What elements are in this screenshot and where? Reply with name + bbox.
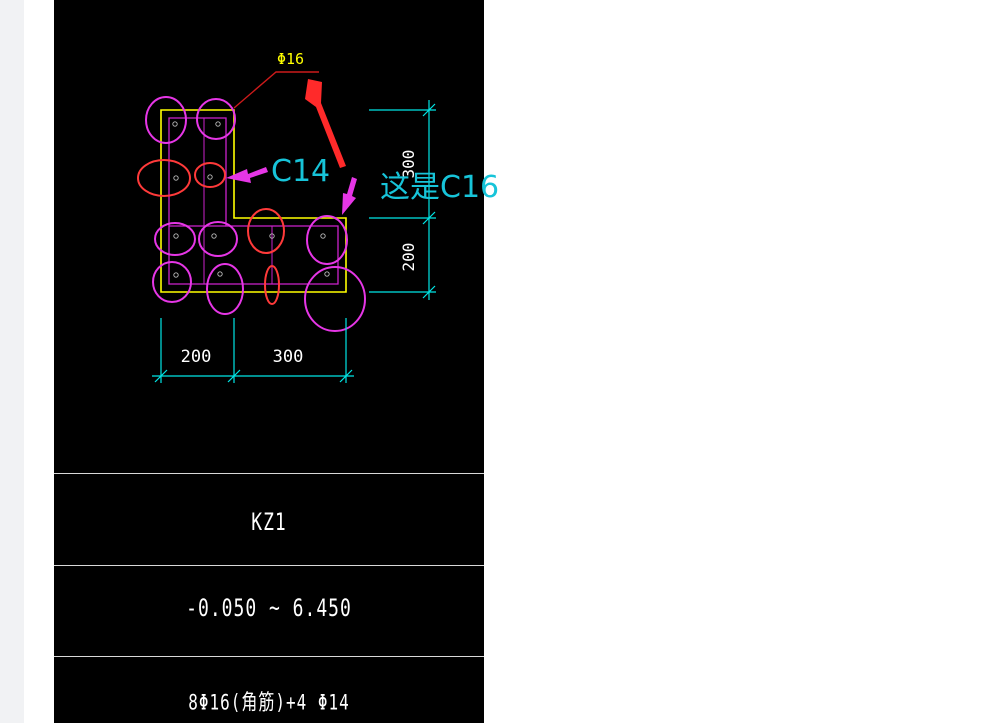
c14-annotation: C14 — [271, 154, 331, 189]
rebar-dot — [320, 233, 326, 239]
arrow-to-c14 — [226, 167, 268, 183]
table-divider — [54, 656, 484, 657]
dimension-tick — [422, 103, 436, 117]
table-divider — [54, 565, 484, 566]
elevation-cell: -0.050 ~ 6.450 — [186, 594, 352, 623]
dimension-tick — [154, 369, 168, 383]
dim-right-upper: 300 — [399, 150, 418, 179]
c16-annotation: 这是C16 — [380, 170, 500, 205]
rebar-dot — [215, 121, 221, 127]
cad-drawing-panel: Φ16 — [54, 0, 484, 723]
rebar-dot — [173, 233, 179, 239]
table-divider — [54, 473, 484, 474]
arrow-to-c16 — [342, 177, 357, 215]
page-left-margin — [0, 0, 24, 723]
highlight-circle — [206, 263, 244, 315]
rebar-dot — [324, 271, 330, 277]
highlight-circle-red — [247, 208, 285, 254]
rebar-dot — [173, 272, 179, 278]
rebar-dot — [211, 233, 217, 239]
column-name-cell: KZ1 — [251, 508, 287, 537]
rebar-dot — [207, 174, 213, 180]
highlight-circle — [196, 98, 236, 140]
stirrup-outer — [168, 117, 339, 285]
rebar-dot — [173, 175, 179, 181]
highlight-circle-red — [264, 265, 280, 305]
highlight-circle — [152, 261, 192, 303]
reinforcement-cell: 8Φ16(角筋)+4 Φ14 — [188, 689, 350, 715]
column-outline — [160, 109, 347, 293]
rebar-dot — [217, 271, 223, 277]
callout-arrow — [305, 79, 346, 168]
highlight-circle — [306, 215, 348, 265]
dimension-tick — [422, 285, 436, 299]
callout-leader — [233, 71, 319, 109]
dimension-tick — [227, 369, 241, 383]
dimension-tick — [339, 369, 353, 383]
dim-right-lower: 200 — [399, 243, 418, 272]
column-section-drawing: Φ16 — [137, 50, 436, 383]
rebar-dot — [172, 121, 178, 127]
highlight-circle — [198, 221, 238, 257]
dimension-tick — [422, 211, 436, 225]
dim-bottom-left: 200 — [181, 347, 212, 367]
highlight-circle — [304, 266, 366, 332]
highlight-circle — [154, 222, 196, 256]
rebar-dot — [269, 233, 275, 239]
highlight-circle-red — [137, 159, 191, 197]
highlight-circle-red — [194, 162, 226, 188]
dim-bottom-right: 300 — [273, 347, 304, 367]
rebar-callout-label: Φ16 — [277, 50, 304, 68]
highlight-circle — [145, 96, 187, 144]
